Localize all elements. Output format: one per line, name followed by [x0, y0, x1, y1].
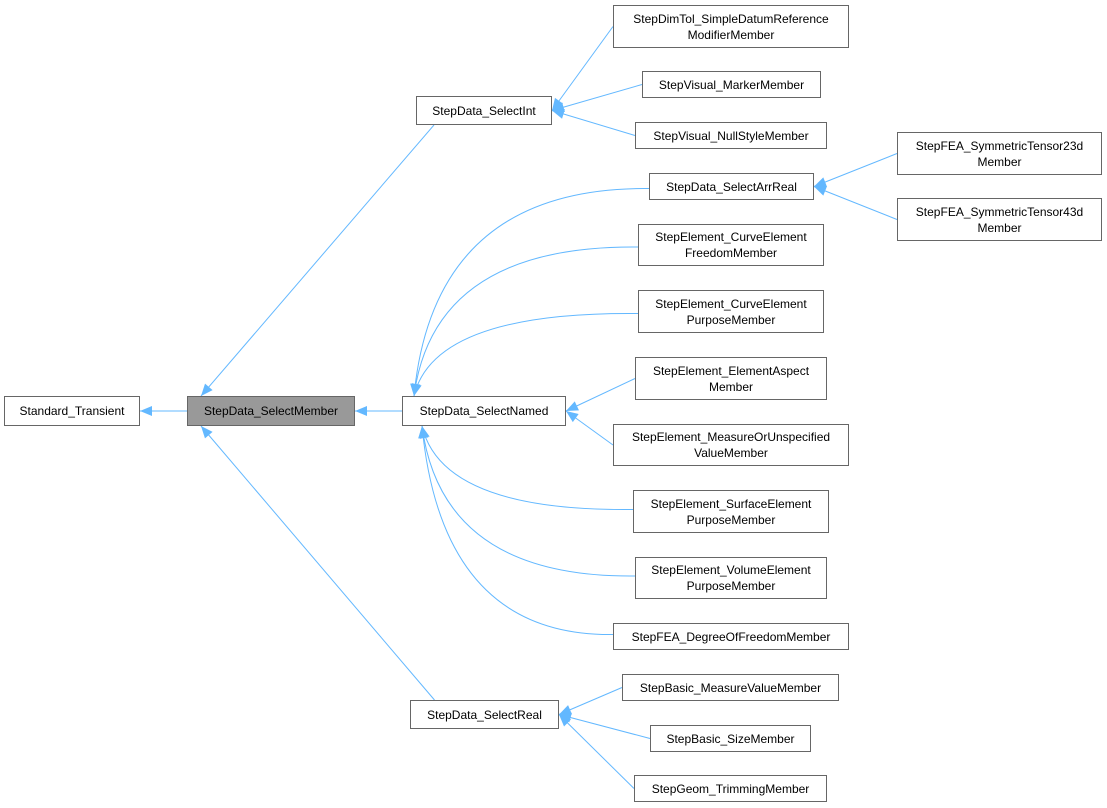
arrowhead-real-measval [559, 705, 572, 715]
edge-named-surface [421, 425, 634, 511]
class-node-int[interactable]: StepData_SelectInt [416, 96, 552, 125]
class-node-t43[interactable]: StepFEA_SymmetricTensor43d Member [897, 198, 1102, 241]
class-node-cepurpose[interactable]: StepElement_CurveElement PurposeMember [638, 290, 824, 333]
class-node-volume[interactable]: StepElement_VolumeElement PurposeMember [635, 557, 827, 599]
class-node-cefreedom[interactable]: StepElement_CurveElement FreedomMember [638, 224, 824, 266]
class-node-member: StepData_SelectMember [187, 396, 355, 426]
arrowhead-named-measure [566, 411, 579, 423]
edge-arrreal-t23 [813, 153, 898, 187]
class-node-named[interactable]: StepData_SelectNamed [402, 396, 566, 426]
arrowhead-int-nullstyle [552, 109, 565, 119]
arrowhead-real-trim [559, 714, 572, 727]
class-node-real[interactable]: StepData_SelectReal [410, 700, 559, 729]
arrowhead-named-cepurpose [411, 383, 422, 396]
edge-int-marker [551, 84, 643, 111]
edge-real-size [558, 714, 651, 739]
edge-member-real [200, 425, 435, 701]
edge-named-aspect [565, 378, 636, 412]
edge-member-int [200, 124, 435, 397]
class-node-nullstyle[interactable]: StepVisual_NullStyleMember [635, 122, 827, 149]
edge-int-dimtol [551, 26, 614, 111]
class-node-arrreal[interactable]: StepData_SelectArrReal [649, 173, 814, 200]
class-node-dof[interactable]: StepFEA_DegreeOfFreedomMember [613, 623, 849, 650]
arrowhead-arrreal-t43 [814, 186, 827, 196]
class-node-aspect[interactable]: StepElement_ElementAspect Member [635, 357, 827, 400]
class-node-measure[interactable]: StepElement_MeasureOrUnspecified ValueMe… [613, 424, 849, 466]
class-node-transient[interactable]: Standard_Transient [4, 396, 140, 426]
arrowhead-named-aspect [566, 401, 579, 411]
arrowhead-member-named [355, 406, 367, 416]
class-node-t23[interactable]: StepFEA_SymmetricTensor23d Member [897, 132, 1102, 175]
class-node-trim[interactable]: StepGeom_TrimmingMember [634, 775, 827, 802]
arrowhead-transient-member [140, 406, 152, 416]
edge-real-trim [558, 714, 635, 789]
class-node-surface[interactable]: StepElement_SurfaceElement PurposeMember [633, 490, 829, 533]
arrowhead-member-int [201, 383, 213, 396]
arrowhead-int-dimtol [552, 97, 564, 111]
class-node-measval[interactable]: StepBasic_MeasureValueMember [622, 674, 839, 701]
arrowhead-member-real [201, 426, 213, 439]
edge-int-nullstyle [551, 110, 636, 136]
arrowhead-named-dof [418, 426, 429, 439]
class-node-dimtol[interactable]: StepDimTol_SimpleDatumReference Modifier… [613, 5, 849, 48]
class-node-size[interactable]: StepBasic_SizeMember [650, 725, 811, 752]
class-node-marker[interactable]: StepVisual_MarkerMember [642, 71, 821, 98]
edge-named-cepurpose [413, 312, 639, 397]
edge-named-volume [421, 425, 636, 577]
arrowhead-arrreal-t23 [814, 177, 827, 187]
edge-named-dof [421, 425, 614, 636]
edge-named-cefreedom [413, 246, 639, 397]
edge-arrreal-t43 [813, 186, 898, 220]
edge-named-arrreal [413, 187, 650, 397]
